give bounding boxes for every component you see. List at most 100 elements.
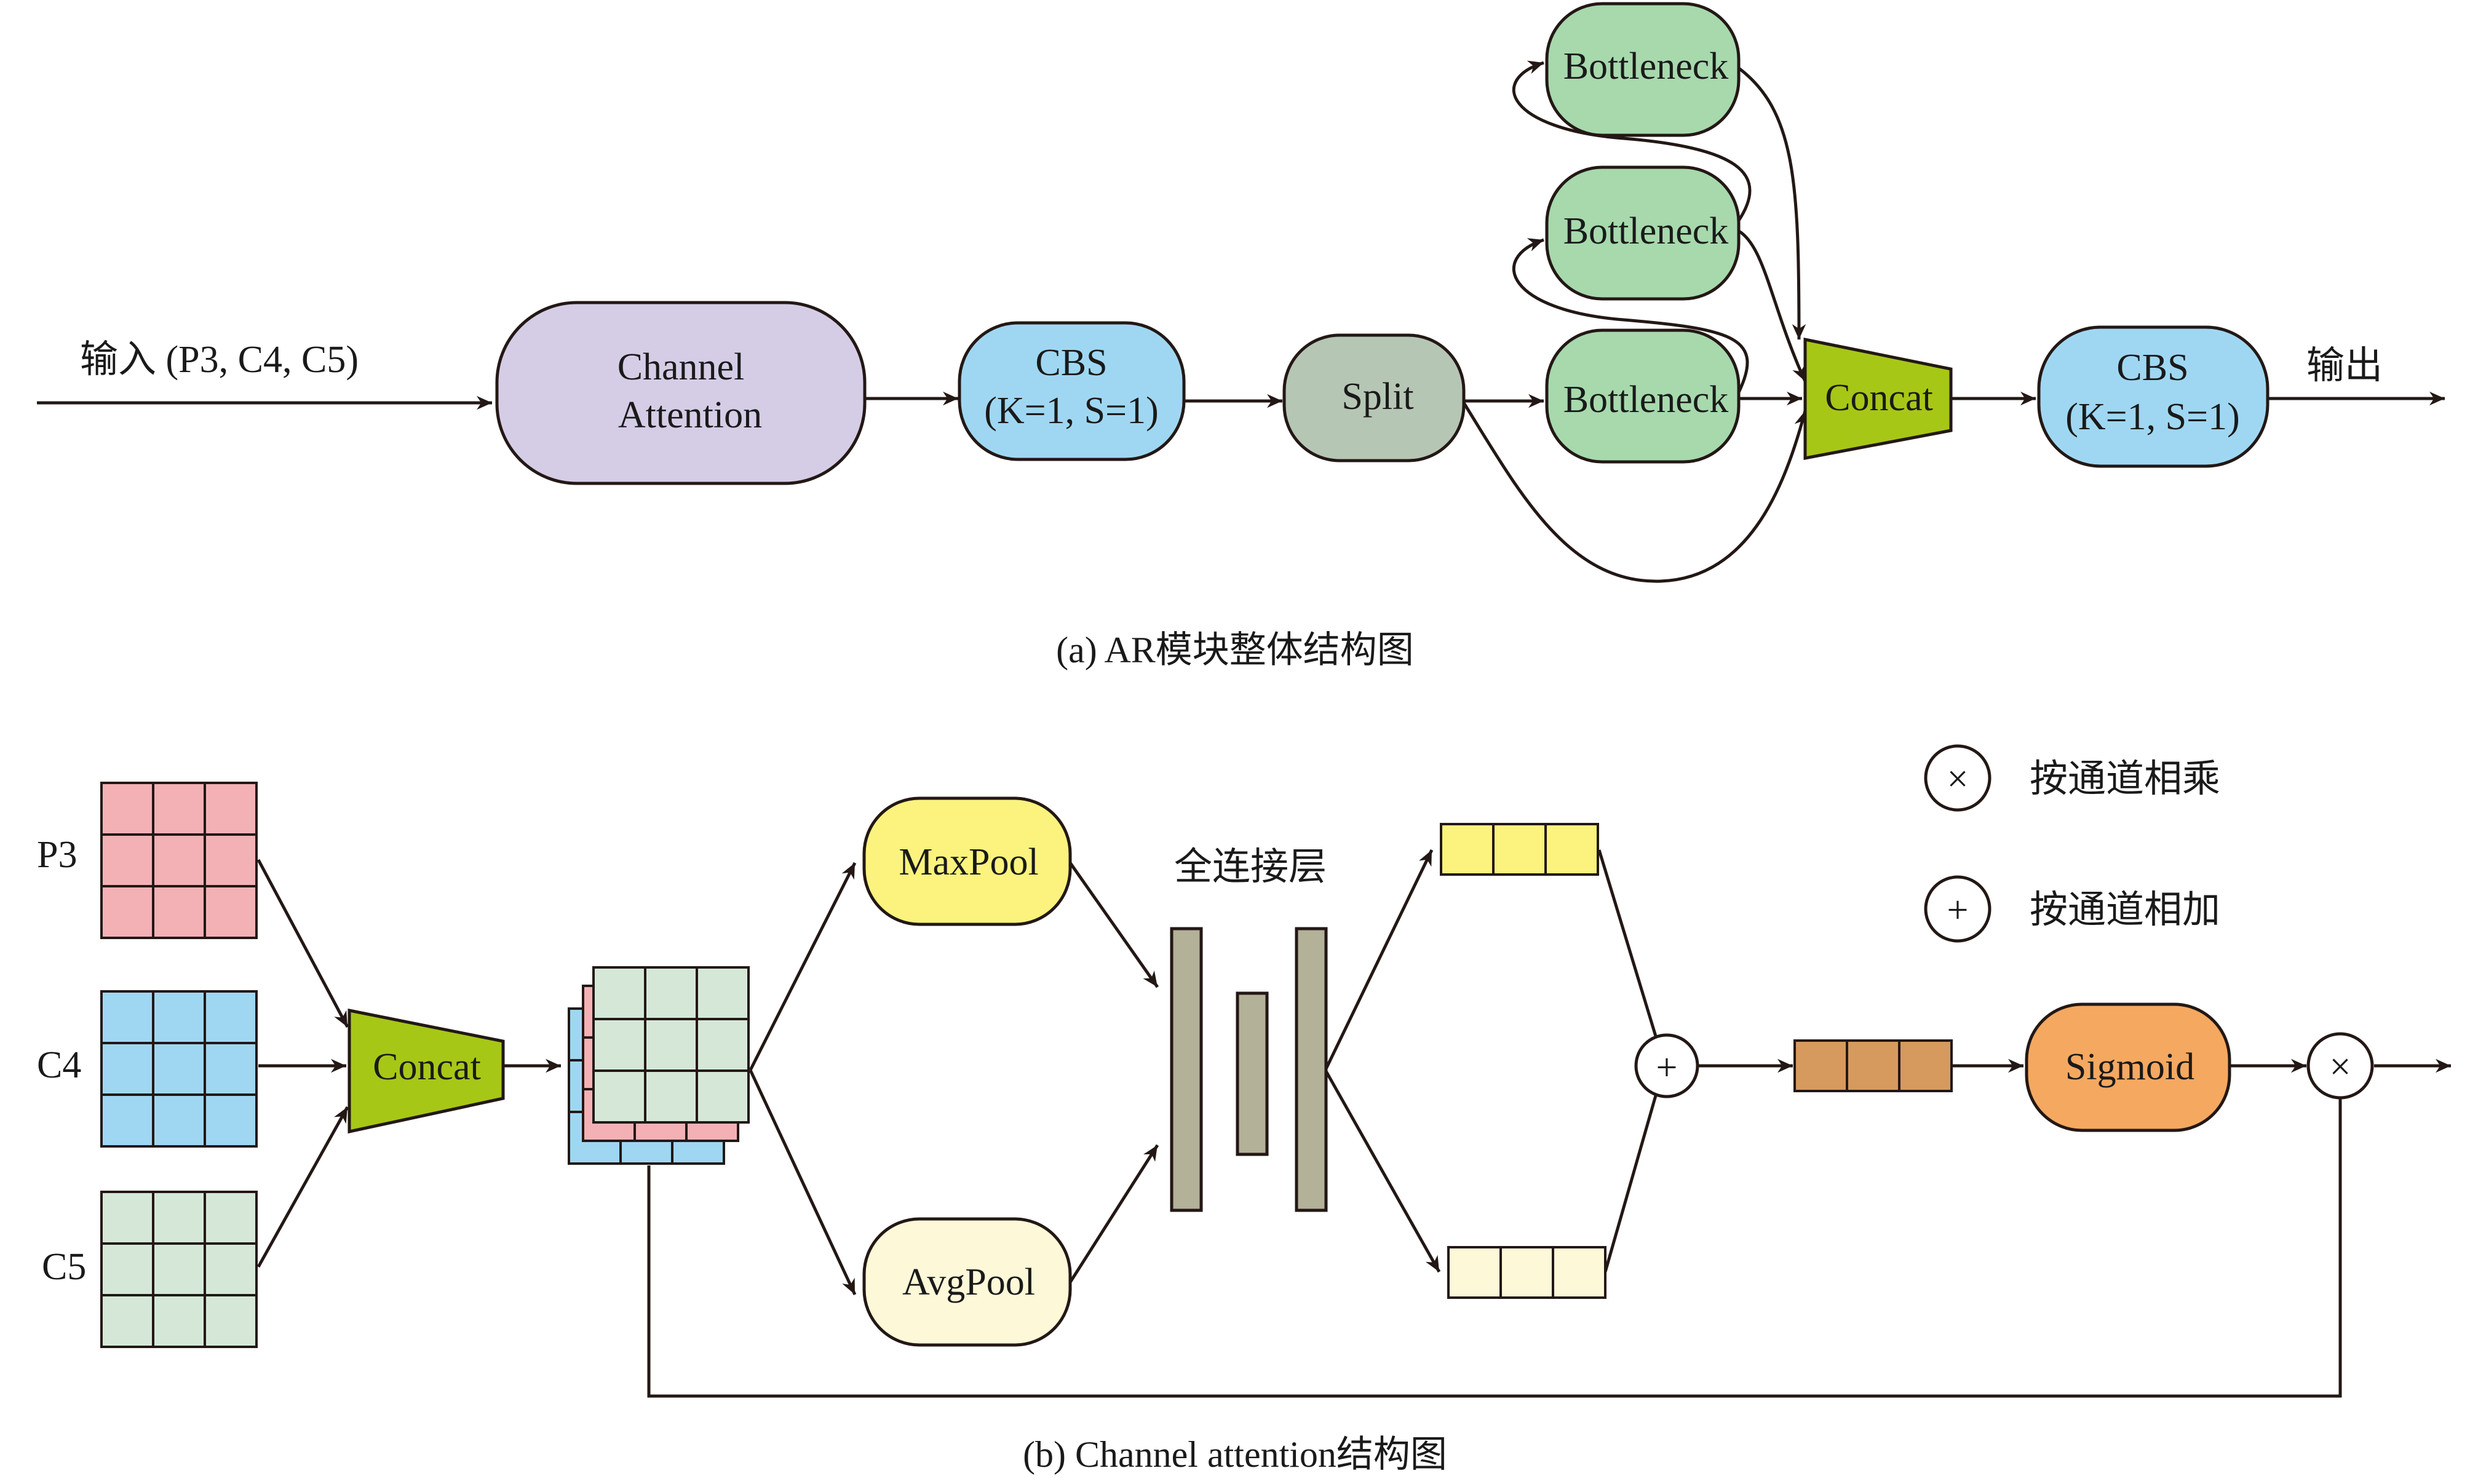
c5-cell [204,1191,258,1245]
arrow-bottleneck-mid-concat [1737,229,1807,383]
p3-cell [204,885,258,939]
cbs-block-1 [958,321,1186,461]
p3-cell [152,833,206,887]
p3-feature-map [100,782,258,939]
stack-front-cell [696,1069,750,1124]
skip-connection [647,1098,2342,1398]
fc-label: 全连接层 [1174,846,1327,888]
multiply-operator-symbol: × [2330,1046,2351,1088]
maxpool-label: MaxPool [899,841,1038,883]
c5-cell [100,1294,154,1348]
arrow-c5-concat [256,1106,349,1268]
line-max-vector-add [1597,849,1658,1039]
input-label: 输入 (P3, C4, C5) [80,339,359,381]
sigmoid-block [2025,1002,2231,1132]
bottleneck-bottom-block [1545,328,1741,464]
stack-front-cell [592,966,646,1020]
p3-cell [152,885,206,939]
arrow-bottleneck-loop-2 [1512,60,1752,223]
concat-block-b [347,1008,505,1134]
max-vector-cell [1440,823,1495,876]
channel-attention-line1: Channel [618,346,745,388]
c4-cell [152,1093,206,1148]
p3-cell [152,782,206,836]
concat-a-label: Concat [1825,377,1933,419]
p3-cell [204,833,258,887]
stack-front-cell [644,966,698,1020]
p3-label: P3 [37,834,77,876]
output-label: 输出 [2306,345,2383,387]
stack-front-cell [592,1069,646,1124]
sum-vector-cell [1898,1039,1953,1092]
max-vector-cell [1492,823,1547,876]
legend-multiply-text: 按通道相乘 [2030,758,2220,800]
p3-cell [100,833,154,887]
bottleneck-top-block [1545,2,1741,137]
arrow-split-concat-curve [1462,402,1808,583]
concat-b-label: Concat [373,1046,481,1088]
arrow-p3-concat [256,859,349,1028]
arrow-bottleneck-loop-1 [1512,238,1749,395]
cbs-2-line1: CBS [2116,347,2188,389]
sigmoid-label: Sigmoid [2065,1046,2194,1088]
avg-vector-cell [1499,1246,1554,1299]
caption-a: (a) AR模块整体结构图 [1056,630,1414,670]
cbs-1-line2: (K=1, S=1) [984,390,1158,432]
legend-add-icon [1924,875,1991,943]
stack-front-cell [644,1018,698,1072]
avgpool-block [862,1217,1072,1347]
arrow-fc-avg-vector [1324,1069,1441,1273]
channel-attention-block [495,301,867,485]
bottleneck-bottom-label: Bottleneck [1563,379,1729,421]
c4-cell [152,990,206,1044]
c4-cell [152,1042,206,1096]
fc-layer-3 [1295,927,1328,1212]
stack-front-cell [644,1069,698,1124]
c5-label: C5 [42,1246,86,1288]
c4-feature-map [100,990,258,1148]
arrow-stack-avgpool [749,1069,857,1296]
arrow-bottleneck-top-concat [1737,66,1806,340]
c5-feature-map [100,1191,258,1348]
part-a [37,60,2445,583]
p3-cell [100,782,154,836]
stack-front-cell [592,1018,646,1072]
p3-cell [204,782,258,836]
c5-cell [100,1242,154,1296]
multiply-operator [2306,1032,2374,1100]
stacked-feature-maps [568,966,750,1165]
c5-cell [152,1242,206,1296]
legend-multiply-symbol: × [1947,758,1969,800]
caption-b: (b) Channel attention结构图 [1023,1434,1447,1475]
c5-cell [204,1294,258,1348]
part-b-arrows [256,849,2451,1398]
fc-layer-2 [1236,991,1269,1156]
arrow-avgpool-fc [1068,1144,1159,1284]
fc-layer-1 [1170,927,1203,1212]
c4-cell [100,1042,154,1096]
split-block [1282,333,1466,462]
max-vector [1440,823,1599,876]
arrow-maxpool-fc [1068,862,1159,988]
bottleneck-mid-block [1545,165,1741,301]
legend-add-text: 按通道相加 [2030,889,2220,931]
line-avg-vector-add [1603,1093,1658,1272]
c4-cell [100,1093,154,1148]
c4-cell [100,990,154,1044]
c5-cell [152,1294,206,1348]
add-operator [1634,1033,1699,1098]
sum-vector-cell [1793,1039,1848,1092]
bottleneck-mid-label: Bottleneck [1563,210,1729,252]
c4-cell [204,990,258,1044]
legend-multiply-icon [1924,744,1991,812]
sum-vector [1793,1039,1953,1092]
sum-vector-cell [1846,1039,1900,1092]
p3-cell [100,885,154,939]
avg-vector-cell [1447,1246,1502,1299]
arrow-fc-max-vector [1324,849,1434,1071]
bottleneck-top-label: Bottleneck [1563,46,1729,87]
c4-cell [204,1093,258,1148]
legend-add-symbol: + [1947,889,1969,931]
stack-front-cell [696,966,750,1020]
